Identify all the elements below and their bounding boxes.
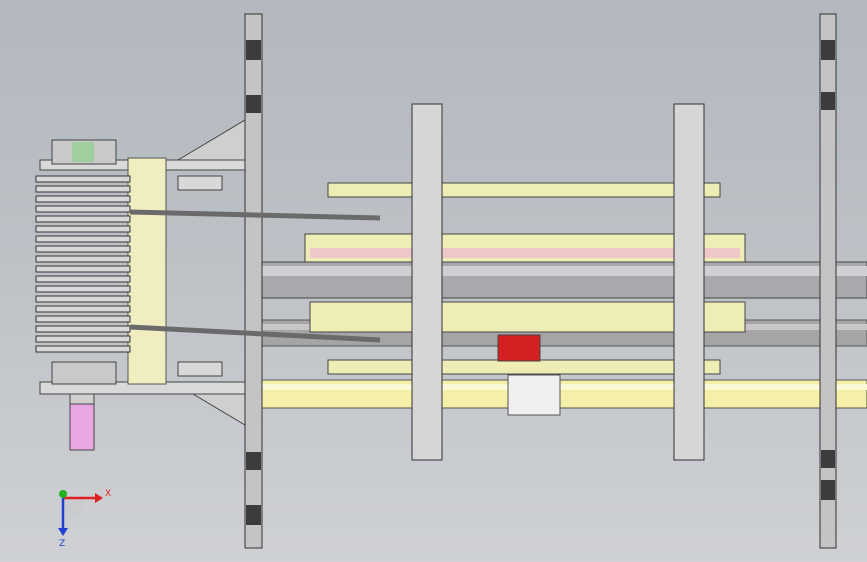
y-axis-dot xyxy=(59,490,67,498)
main-shaft[interactable] xyxy=(254,261,867,299)
lower-rail[interactable] xyxy=(309,301,746,375)
cam-wheels[interactable] xyxy=(411,103,705,461)
tie-rods[interactable] xyxy=(129,209,381,343)
right-end-plate[interactable] xyxy=(819,13,837,549)
coordinate-triad: X Z xyxy=(58,489,111,549)
x-axis-label: X xyxy=(105,489,111,499)
z-axis-label: Z xyxy=(59,539,65,549)
left-end-plate[interactable] xyxy=(244,13,263,549)
red-block xyxy=(497,334,541,362)
mounting-bracket xyxy=(39,119,246,426)
left-gear-stack[interactable] xyxy=(35,139,223,385)
pink-shaft-end[interactable] xyxy=(69,393,95,451)
yellow-shaft[interactable] xyxy=(254,374,867,416)
